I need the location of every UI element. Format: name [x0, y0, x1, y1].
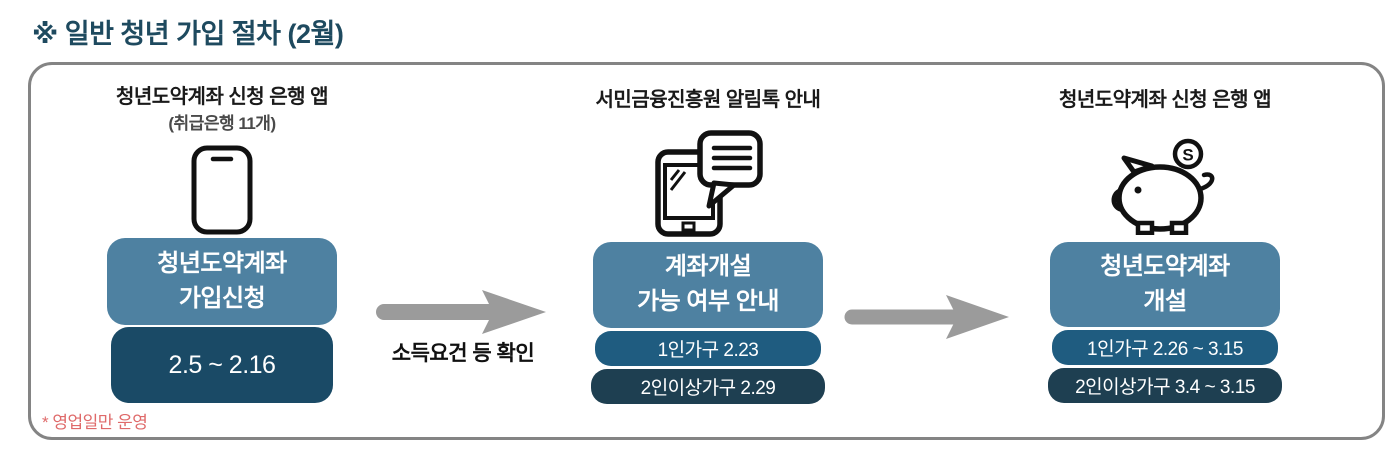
page-title: ※ 일반 청년 가입 절차 (2월) — [32, 19, 344, 49]
piggy-bank-icon-svg: S — [1111, 138, 1215, 235]
step-2-header: 서민금융진흥원 알림톡 안내 — [595, 89, 821, 111]
smartphone-icon-svg — [191, 145, 253, 235]
step-2-main-line1: 계좌개설 — [664, 253, 752, 281]
step-3-main-line1: 청년도약계좌 — [1100, 252, 1230, 280]
arrow-right-icon — [376, 290, 546, 334]
piggy-bank-icon: S — [1100, 138, 1230, 235]
step-1-main-line1: 청년도약계좌 — [157, 249, 287, 277]
step-3-date-box-1: 1인가구 2.26 ~ 3.15 — [1052, 330, 1278, 365]
step-3-column: 청년도약계좌 신청 은행 앱 S 청년도약계좌 개설 1인가구 2.26 ~ 3… — [1015, 88, 1315, 403]
phone-message-icon-svg — [655, 130, 763, 237]
step-3-date-box-2: 2인이상가구 3.4 ~ 3.15 — [1048, 368, 1282, 403]
step-2-main-line2: 가능 여부 안내 — [637, 288, 779, 315]
arrow-1-label: 소득요건 등 확인 — [391, 342, 535, 365]
smartphone-icon — [191, 145, 253, 235]
step-1-date-box: 2.5 ~ 2.16 — [111, 327, 333, 403]
step-2-main-box: 계좌개설 가능 여부 안내 — [593, 242, 823, 328]
step-1-main-line2: 가입신청 — [178, 284, 266, 312]
step-1-subheader: (취급은행 11개) — [168, 114, 276, 133]
footnote: * 영업일만 운영 — [42, 413, 148, 432]
step-1-main-box: 청년도약계좌 가입신청 — [107, 238, 337, 325]
step-2-date-box-1: 1인가구 2.23 — [595, 331, 821, 366]
phone-message-icon — [652, 130, 764, 238]
step-2-column: 서민금융진흥원 알림톡 안내 계좌개설 가능 여부 안내 1인가구 2.23 2… — [558, 88, 858, 404]
step-1-column: 청년도약계좌 신청 은행 앱 (취급은행 11개) 청년도약계좌 가입신청 2.… — [72, 85, 372, 403]
step-3-main-line2: 개설 — [1143, 287, 1187, 315]
arrow-right-icon — [844, 295, 1009, 339]
piggy-coin-symbol: S — [1182, 146, 1193, 165]
step-3-header: 청년도약계좌 신청 은행 앱 — [1058, 89, 1272, 111]
step-3-main-box: 청년도약계좌 개설 — [1050, 242, 1280, 327]
step-1-header: 청년도약계좌 신청 은행 앱 — [115, 86, 329, 108]
step-2-date-box-2: 2인이상가구 2.29 — [591, 369, 825, 404]
